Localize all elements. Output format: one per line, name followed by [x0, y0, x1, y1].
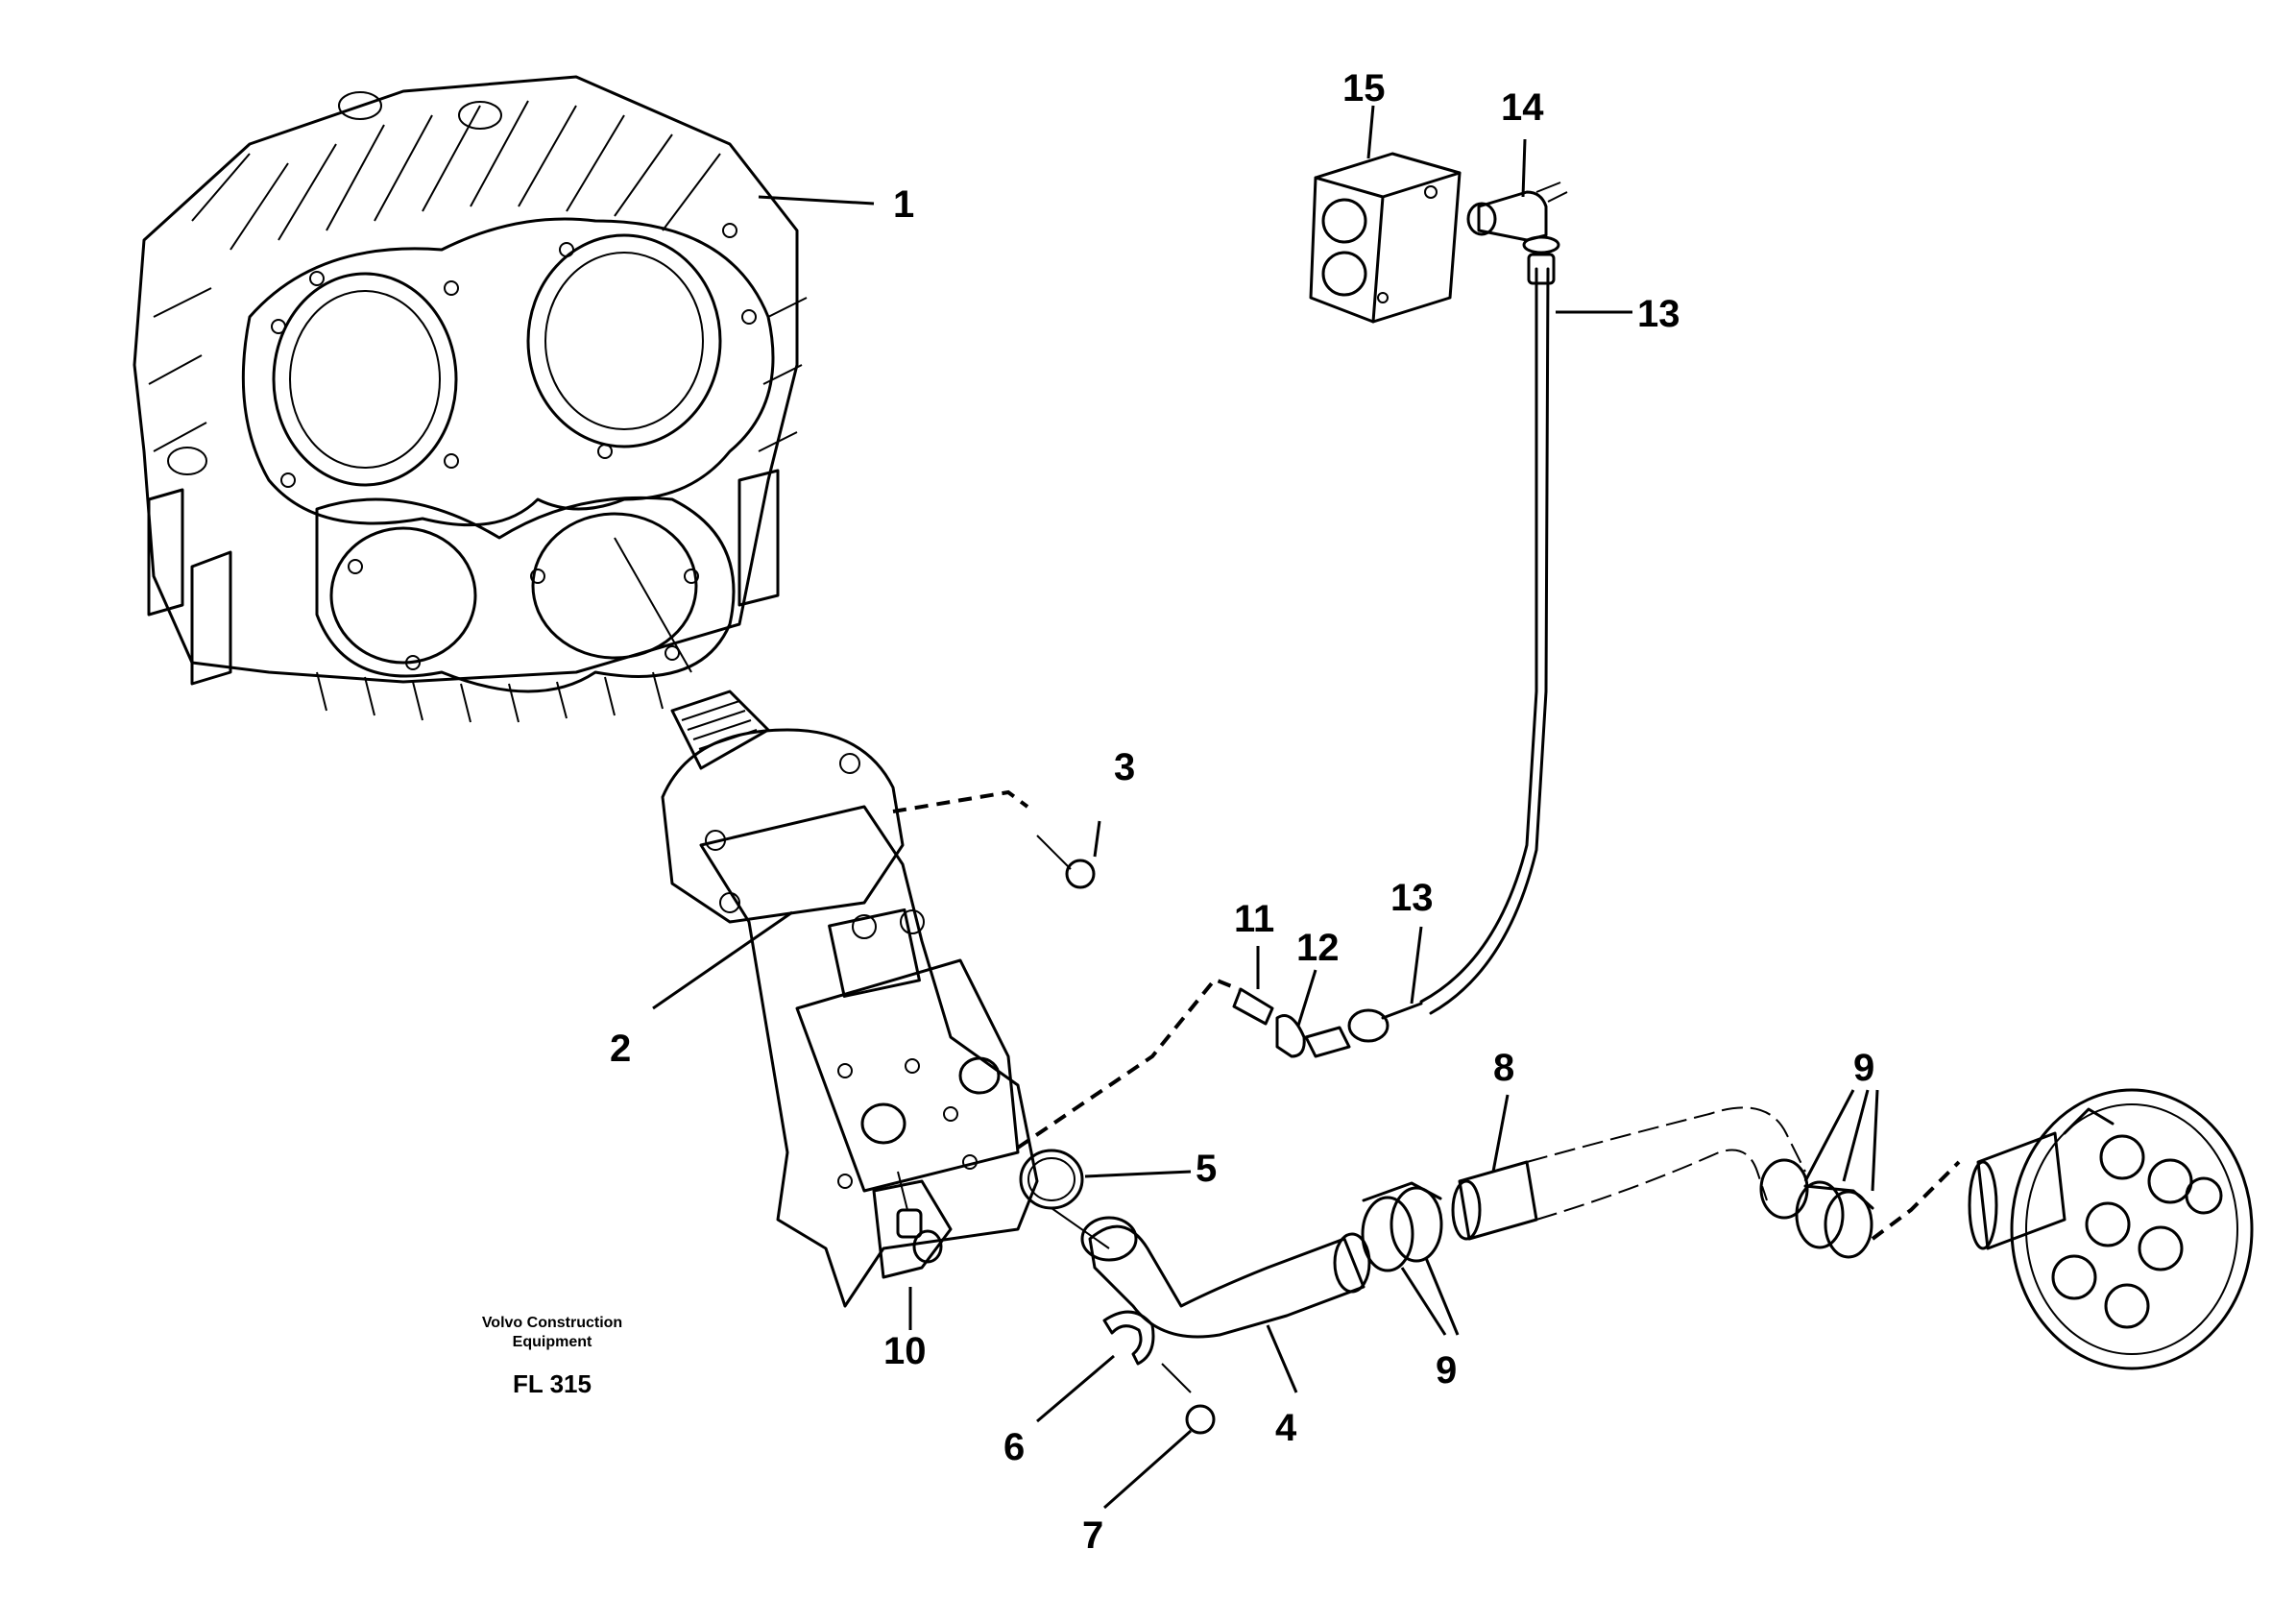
- callout-4: 4: [1275, 1407, 1297, 1449]
- pilot-line: [1016, 267, 1550, 1150]
- callout-3: 3: [1114, 746, 1135, 788]
- callout-labels: 1 2 3 4 5 6 7 8 9 9 10 11 12 13 13 14 15: [610, 67, 1874, 1557]
- callout-14: 14: [1501, 86, 1544, 129]
- caption-company-line1: Volvo Construction: [482, 1315, 622, 1331]
- valve-block-15: [1309, 152, 1462, 324]
- callout-13-upper: 13: [1637, 293, 1680, 335]
- screw-7: [1185, 1404, 1216, 1435]
- fitting-10: [896, 1171, 943, 1264]
- callout-6: 6: [1003, 1426, 1025, 1468]
- tank-filter-head: [1968, 1088, 2254, 1370]
- o-ring-5: [1019, 1149, 1110, 1249]
- callout-7: 7: [1082, 1514, 1103, 1557]
- callout-11: 11: [1234, 898, 1274, 940]
- callout-8: 8: [1493, 1047, 1514, 1089]
- drawing-caption: Volvo Construction Equipment FL 315: [482, 1315, 622, 1398]
- hydraulic-pump: [661, 690, 1039, 1308]
- tee-fitting-14: [1466, 182, 1568, 242]
- hose-clamps-9-left: [1361, 1181, 1443, 1272]
- callout-15: 15: [1342, 67, 1386, 109]
- hose-8: [1451, 1106, 1809, 1241]
- callout-10: 10: [883, 1330, 927, 1372]
- bolt-3: [892, 789, 1096, 889]
- callout-13-lower: 13: [1390, 877, 1434, 919]
- leader-lines: [652, 105, 1879, 1510]
- caption-company-line2: Equipment: [513, 1334, 592, 1350]
- callout-5: 5: [1196, 1148, 1217, 1190]
- suction-hose-4: [1080, 1216, 1371, 1339]
- callout-1: 1: [893, 183, 914, 226]
- callout-9-left: 9: [1436, 1349, 1457, 1392]
- hose-clamps-9-right: [1795, 1160, 1961, 1259]
- pressure-hose-13-top: [1522, 235, 1560, 285]
- clamp-6: [1102, 1310, 1192, 1393]
- callout-12: 12: [1296, 927, 1340, 969]
- caption-drawing-code: FL 315: [513, 1369, 592, 1398]
- callout-9-right: 9: [1853, 1047, 1874, 1089]
- callout-2: 2: [610, 1028, 631, 1070]
- gear-case-housing: [133, 75, 808, 723]
